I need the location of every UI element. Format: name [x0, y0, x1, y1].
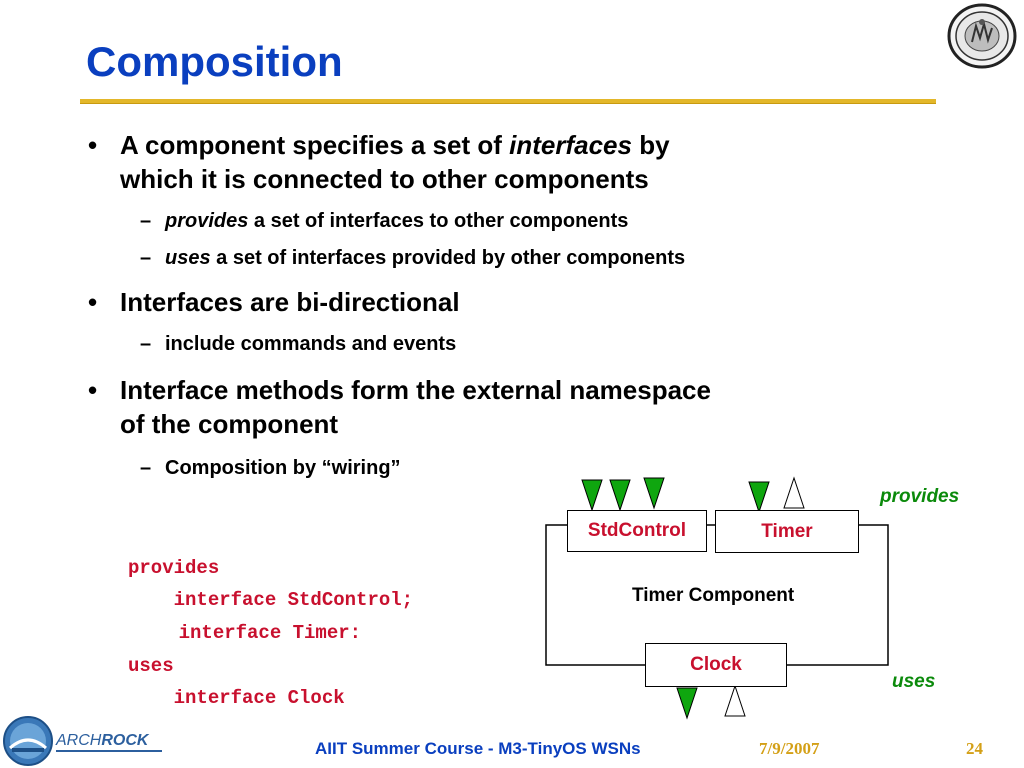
provides-triangle-1 [581, 479, 603, 512]
bullet-1-em: interfaces [509, 130, 632, 160]
bullet-3-line2: of the component [120, 409, 339, 439]
bullet-1-text: A component specifies a set of interface… [120, 128, 670, 196]
university-seal-icon [947, 3, 1017, 69]
bullet-1: • [88, 128, 97, 162]
clock-interface-box: Clock [645, 643, 787, 687]
bullet-dot: • [88, 375, 98, 405]
sub-em: provides [165, 210, 249, 232]
sub-dash: – [140, 333, 152, 355]
code-line-stdcontrol: interface StdControl; [128, 589, 414, 611]
bullet-3-text: Interface methods form the external name… [120, 373, 711, 441]
sub-bullet-uses: uses a set of interfaces provided by oth… [165, 245, 685, 271]
logo-text-a: ARCH [56, 732, 102, 749]
sub-dash: – [140, 210, 152, 232]
event-triangle-clock [724, 684, 746, 717]
bullet-1-line2: which it is connected to other component… [120, 164, 649, 194]
title-underline [80, 99, 936, 104]
uses-label: uses [892, 671, 936, 692]
sub-bullet-provides: provides a set of interfaces to other co… [165, 208, 628, 234]
sub-bullet-wiring: Composition by “wiring” [165, 457, 401, 479]
uses-triangle-clock [676, 687, 698, 720]
provides-label: provides [880, 486, 960, 507]
archrock-logo-text: ARCHROCK [56, 732, 162, 752]
logo-text-b: ROCK [101, 732, 149, 749]
bullet-1-post: by [631, 130, 670, 160]
footer-page-number: 24 [966, 739, 983, 758]
timer-component-label: Timer Component [632, 585, 795, 606]
event-triangle-timer [783, 476, 805, 509]
bullet-1-pre: A component specifies a set of [120, 130, 510, 160]
bullet-2-text: Interfaces are bi-directional [120, 287, 460, 317]
code-line-timer: interface Timer: [133, 622, 362, 644]
code-line-clock: interface Clock [128, 687, 345, 709]
archrock-logo-icon [3, 716, 53, 766]
component-diagram [545, 476, 889, 720]
provides-triangle-2 [609, 479, 631, 512]
sub-dash: – [140, 247, 152, 269]
provides-triangle-4 [748, 481, 770, 514]
sub-bullet-commands: include commands and events [165, 333, 457, 355]
code-line-provides: provides [128, 557, 220, 579]
bullet-dot: • [88, 130, 98, 160]
sub-text: a set of interfaces provided by other co… [210, 247, 686, 269]
sub-text: a set of interfaces to other components [248, 210, 629, 232]
footer-date: 7/9/2007 [759, 739, 820, 758]
stdcontrol-interface-box: StdControl [567, 510, 707, 552]
footer-course: AIIT Summer Course - M3-TinyOS WSNs [315, 739, 641, 758]
sub-em: uses [165, 247, 211, 269]
provides-triangle-3 [643, 477, 665, 510]
code-line-uses: uses [128, 655, 174, 677]
bullet-3-line1: Interface methods form the external name… [120, 375, 711, 405]
slide-title: Composition [86, 38, 343, 85]
bullet-dot: • [88, 287, 98, 317]
timer-interface-box: Timer [715, 510, 859, 553]
sub-dash: – [140, 457, 152, 479]
